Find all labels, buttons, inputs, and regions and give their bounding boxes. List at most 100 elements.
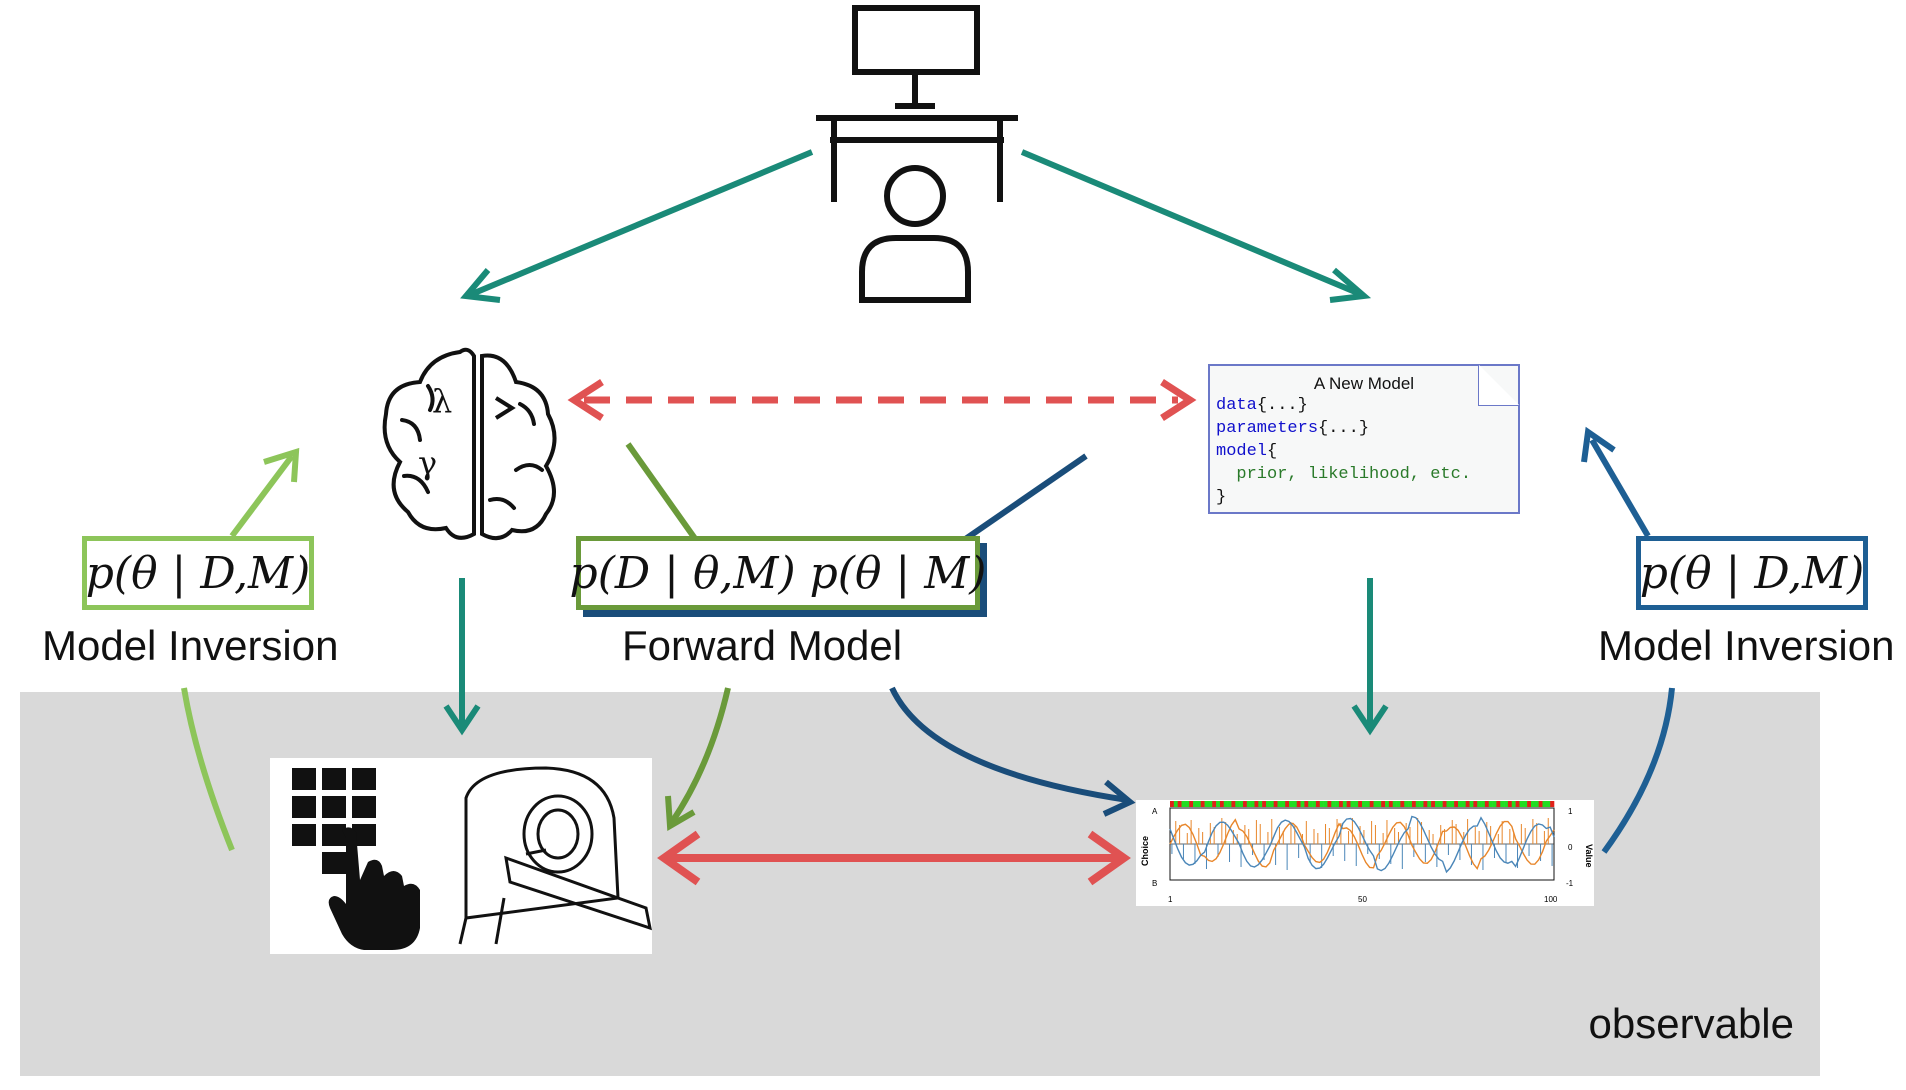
choice-marker <box>1381 801 1386 807</box>
choice-marker <box>1231 801 1236 807</box>
choice-marker <box>1308 801 1313 807</box>
choice-marker <box>1507 801 1513 807</box>
choice-marker <box>1458 801 1463 807</box>
choice-marker <box>1496 801 1501 807</box>
plot-x-tick-1: 1 <box>1168 895 1173 904</box>
choice-marker <box>1454 801 1459 807</box>
choice-marker <box>1477 801 1482 807</box>
plot-y2-axis-label: Value <box>1584 844 1594 868</box>
arrowhead-comparison-left <box>657 830 701 886</box>
choice-marker <box>1392 801 1397 807</box>
plot-y-axis-label: Choice <box>1140 836 1150 866</box>
choice-marker <box>1319 801 1324 807</box>
choice-marker <box>1388 801 1394 807</box>
forward-model-formula: p(D | θ,M) p(θ | M) <box>570 536 986 610</box>
choice-marker <box>1542 801 1547 807</box>
choice-marker <box>1484 801 1490 807</box>
doc-brace-parameters: {...} <box>1318 419 1370 438</box>
choice-marker <box>1396 801 1401 807</box>
arrow-inversion-right <box>1601 687 1675 854</box>
plot-y2-tick-bot: -1 <box>1566 879 1574 888</box>
choice-marker <box>1358 801 1363 807</box>
plot-marks <box>1169 801 1555 881</box>
choice-marker <box>1177 801 1182 807</box>
choice-marker <box>1296 801 1301 807</box>
choice-marker <box>1504 801 1509 807</box>
brain-icon <box>382 347 557 541</box>
plot-x-tick-100: 100 <box>1544 895 1558 904</box>
value-line-b <box>1169 815 1555 874</box>
choice-marker <box>1354 801 1359 807</box>
choice-marker <box>1331 801 1336 807</box>
choice-marker <box>1258 801 1263 807</box>
choice-marker <box>1300 801 1305 807</box>
model-inversion-right-label: Model Inversion <box>1598 622 1895 669</box>
choice-marker <box>1189 801 1194 807</box>
behavior-plot-panel: Choice Value A B 1 0 -1 1 50 100 <box>1136 800 1594 906</box>
arrowhead-brain-to-observation <box>443 704 481 736</box>
model-inversion-left-label: Model Inversion <box>42 622 339 669</box>
choice-marker <box>1323 801 1328 807</box>
choice-marker <box>1289 801 1294 807</box>
choice-marker <box>1170 801 1175 807</box>
plot-y2-tick-top: 1 <box>1568 807 1573 816</box>
doc-keyword-data: data <box>1216 396 1257 415</box>
forward-model-label: Forward Model <box>622 622 903 669</box>
choice-marker <box>1465 801 1470 807</box>
value-line-a <box>1169 818 1555 870</box>
choice-marker <box>1242 801 1248 807</box>
choice-marker <box>1227 801 1232 807</box>
choice-marker <box>1173 801 1178 807</box>
choice-marker <box>1342 801 1347 807</box>
choice-marker <box>1527 801 1532 807</box>
arrowhead-forward-to-simulation <box>1102 779 1136 817</box>
choice-marker <box>1400 801 1405 807</box>
choice-marker <box>1262 801 1267 807</box>
choice-marker <box>1219 801 1225 807</box>
choice-marker <box>1335 801 1340 807</box>
choice-marker <box>1511 801 1516 807</box>
model-code-document: A New Model data{...} parameters{...} mo… <box>1208 364 1520 514</box>
arrow-forward-to-observation <box>669 687 731 824</box>
choice-marker <box>1269 801 1274 807</box>
model-doc-line-model: model{ <box>1216 442 1277 461</box>
choice-marker <box>1246 801 1251 807</box>
arrowhead-analogy-right <box>1160 379 1197 421</box>
choice-marker <box>1492 801 1497 807</box>
model-doc-line-close: } <box>1216 488 1227 507</box>
choice-marker <box>1434 801 1440 807</box>
choice-marker <box>1500 801 1505 807</box>
posterior-formula-right: p(θ | D,M) <box>1636 536 1868 610</box>
model-doc-title: A New Model <box>1313 374 1415 393</box>
choice-marker <box>1250 801 1255 807</box>
choice-marker <box>1223 801 1228 807</box>
choice-marker <box>1408 801 1413 807</box>
arrow-inversion-left <box>181 687 235 852</box>
choice-marker <box>1488 801 1493 807</box>
choice-marker <box>1385 801 1390 807</box>
choice-marker <box>1369 801 1374 807</box>
brain-lambda-symbol: λ <box>432 382 452 420</box>
choice-marker <box>1469 801 1474 807</box>
brain-gamma-symbol: γ <box>418 444 437 482</box>
observation-panel <box>270 758 652 954</box>
choice-marker <box>1538 801 1543 807</box>
choice-marker <box>1530 801 1536 807</box>
arrowhead-model-to-simulation <box>1351 704 1389 736</box>
brain-greater-symbol <box>494 396 516 420</box>
choice-marker <box>1204 801 1209 807</box>
choice-marker <box>1546 801 1551 807</box>
choice-marker <box>1442 801 1447 807</box>
choice-marker <box>1446 801 1451 807</box>
doc-keyword-model: model <box>1216 442 1268 461</box>
choice-marker <box>1415 801 1420 807</box>
choice-marker <box>1534 801 1539 807</box>
mri-scanner-icon <box>458 766 652 945</box>
choice-marker <box>1431 801 1436 807</box>
observable-label: observable <box>1588 1000 1794 1047</box>
arrow-researcher-to-model <box>1020 149 1362 297</box>
choice-marker <box>1338 801 1344 807</box>
choice-marker <box>1266 801 1271 807</box>
arrowhead-comparison-right <box>1087 830 1131 886</box>
